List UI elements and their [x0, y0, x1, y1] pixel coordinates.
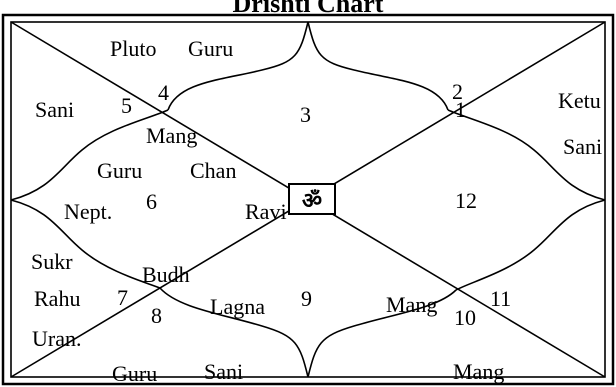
planet-budh: Budh [142, 262, 190, 287]
curve-top-left [167, 21, 309, 111]
planet-ketu: Ketu [558, 88, 601, 113]
house-number-9: 9 [301, 286, 312, 311]
center-symbol-box [288, 183, 336, 215]
curve-right-bottom [455, 199, 606, 291]
planet-sani-bottom: Sani [204, 359, 243, 384]
planet-sukr: Sukr [31, 249, 73, 274]
house-number-1: 1 [455, 97, 466, 122]
planet-guru-bottom: Guru [112, 361, 157, 386]
house-number-11: 11 [490, 286, 511, 311]
planet-rahu: Rahu [34, 286, 80, 311]
planet-nept: Nept. [64, 199, 112, 224]
house-number-3: 3 [300, 102, 311, 127]
house-number-7: 7 [117, 285, 128, 310]
house-number-10: 10 [454, 305, 476, 330]
curve-left-bottom [10, 199, 161, 289]
house-number-4: 4 [158, 80, 169, 105]
planet-mang-mid: Mang [386, 292, 437, 317]
outer-frame [1, 13, 615, 386]
planet-sani-right: Sani [563, 134, 602, 159]
planet-uran: Uran. [32, 326, 81, 351]
planet-guru-top: Guru [188, 36, 233, 61]
planet-ravi: Ravi [245, 199, 287, 224]
curve-left-top [10, 109, 169, 201]
planet-lagna: Lagna [210, 294, 265, 319]
planet-chan: Chan [190, 158, 236, 183]
planet-mang-top: Mang [146, 123, 197, 148]
house-number-8: 8 [151, 303, 162, 328]
curve-top-right [307, 21, 449, 111]
curve-bottom-left [159, 287, 309, 378]
chart-title: Drishti Chart [233, 0, 384, 18]
house-number-12: 12 [455, 188, 477, 213]
curve-right-top [447, 109, 606, 201]
planet-guru-left: Guru [97, 158, 142, 183]
house-number-6: 6 [146, 189, 157, 214]
planet-pluto: Pluto [110, 36, 156, 61]
house-number-5: 5 [121, 93, 132, 118]
planet-sani-left: Sani [35, 97, 74, 122]
curve-bottom-right [307, 289, 457, 378]
house-number-2: 2 [452, 79, 463, 104]
om-symbol: ॐ [302, 188, 322, 213]
planet-mang-bottom: Mang [453, 359, 504, 384]
